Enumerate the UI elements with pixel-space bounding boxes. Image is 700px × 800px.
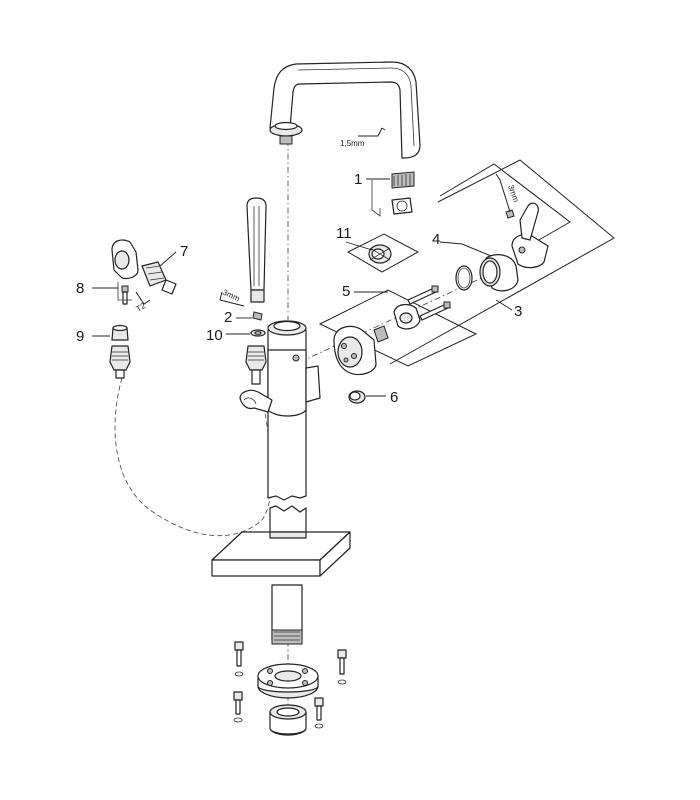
callout-7: 7: [180, 243, 188, 260]
part-8-screw: [117, 282, 132, 305]
threaded-pipe: [271, 584, 303, 645]
part-9-nut: [111, 324, 129, 341]
group-11-frame: [346, 233, 420, 273]
callout-3: 3: [514, 303, 522, 320]
callout-4: 4: [432, 231, 440, 248]
part-3-lever-handle: [511, 202, 549, 269]
group-3-inner-frame: [439, 163, 571, 253]
hex-key-3mm-top-icon: [495, 173, 511, 213]
leader-11: [345, 241, 373, 251]
callout-9: 9: [76, 328, 84, 345]
floor-bolt-bottom-right: [314, 697, 324, 729]
callout-5: 5: [342, 283, 350, 300]
group-5-frame: [318, 289, 478, 367]
hex-key-3mm-left-icon: [219, 291, 245, 307]
group-4-bracket: [439, 241, 497, 259]
part-4-sleeve: [479, 254, 519, 292]
callout-10: 10: [206, 327, 223, 344]
callout-2: 2: [224, 309, 232, 326]
floor-bolt-top-left: [234, 641, 244, 677]
label-1-5mm: 1,5mm: [340, 139, 365, 148]
hose-nut-center: [245, 345, 267, 385]
cartridge-screws: [407, 285, 451, 321]
label-3mm-top: 3mm: [506, 184, 521, 204]
group-3-frame: [389, 159, 615, 365]
main-body-column: [267, 320, 321, 546]
part-4-o-ring: [455, 265, 473, 291]
shower-holder: [239, 389, 273, 413]
hand-shower: [246, 197, 267, 303]
floor-threaded-ring: [269, 704, 307, 736]
hex-key-t2-icon: [135, 291, 151, 305]
part-10-washer: [250, 329, 266, 337]
floor-bolt-bottom-left: [233, 691, 243, 723]
part-7-outlet-elbow: [111, 239, 177, 295]
floor-bolt-top-right: [337, 649, 347, 685]
part-2-grub-screw: [252, 311, 263, 321]
part-6-cap: [348, 390, 366, 404]
hex-key-1-5mm-icon: [358, 127, 386, 137]
cartridge: [333, 325, 389, 376]
leader-7: [159, 251, 177, 267]
callout-8: 8: [76, 280, 84, 297]
callout-1: 1: [354, 171, 362, 188]
callout-11: 11: [336, 225, 352, 242]
callout-6: 6: [390, 389, 398, 406]
base-plate: [211, 531, 351, 577]
part-1-aerator: [371, 171, 415, 217]
spout: [269, 61, 421, 159]
hose-nut-left: [109, 345, 131, 379]
leader-3: [495, 299, 513, 311]
part-11-insert: [368, 244, 392, 264]
floor-flange: [257, 663, 319, 699]
cartridge-nut: [393, 303, 421, 330]
